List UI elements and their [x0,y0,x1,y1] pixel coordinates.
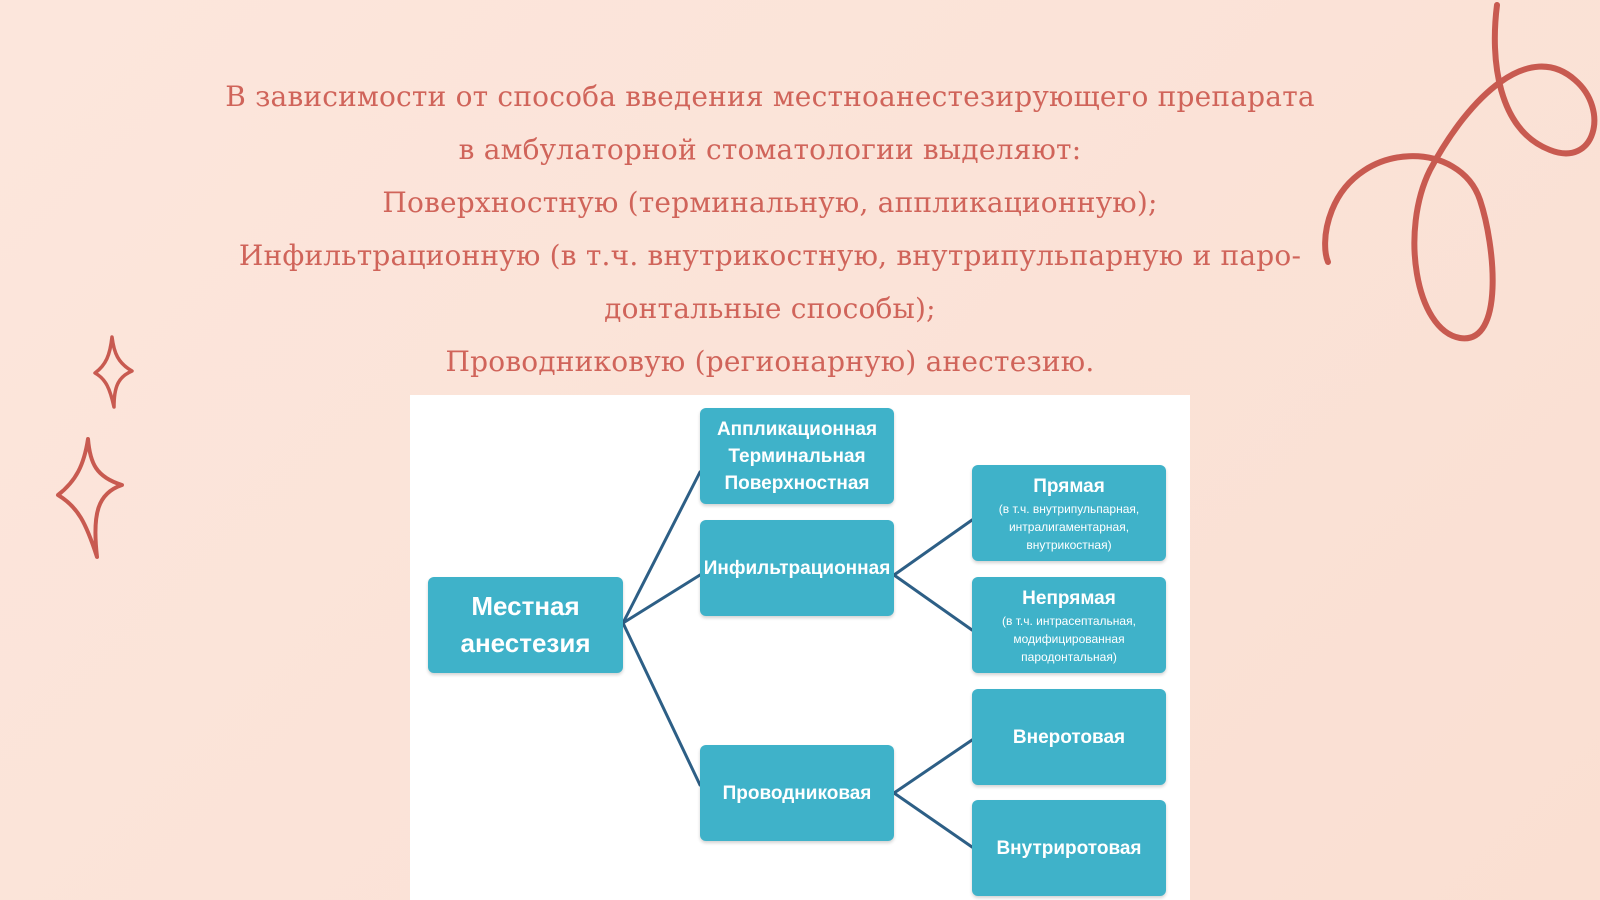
connector-infiltration-indirect [892,573,974,632]
node-label: анестезия [460,628,591,658]
node-sublabel: (в т.ч. интрасептальная, [1002,613,1136,628]
node-indirect: Непрямая (в т.ч. интрасептальная, модифи… [972,577,1166,673]
node-label: Внеротовая [1012,726,1126,748]
node-label: Аппликационная [716,418,878,440]
node-label: Проводниковая [722,782,872,804]
node-label: Непрямая [1022,587,1116,609]
node-label: Местная [471,591,580,621]
connector-infiltration-direct [892,518,974,577]
slide-text-line: Поверхностную (терминальную, аппликацион… [382,186,1158,219]
node-label: Прямая [1033,475,1105,497]
slide-text: В зависимости от способа введения местно… [190,70,1350,388]
node-local-anesthesia: Местная анестезия [428,577,623,673]
slide-text-line: Проводниковую (регионарную) анестезию. [445,345,1095,378]
node-conduction: Проводниковая [700,745,894,841]
node-label: Внутриротовая [996,837,1142,859]
node-sublabel: (в т.ч. внутрипульпарная, [998,501,1140,516]
slide-text-line: донтальные способы); [604,292,936,325]
slide-text-line: в амбулаторной стоматологии выделяют: [458,133,1082,166]
slide-text-line: Инфильтрационную (в т.ч. внутрикостную, … [238,239,1302,272]
diagram-connectors [621,470,974,849]
sparkle-small-icon [93,335,134,409]
node-sublabel: модифицированная [1013,631,1125,646]
node-intraoral: Внутриротовая [972,800,1166,896]
node-label: Инфильтрационная [703,557,891,579]
node-sublabel: интралигаментарная, [1008,519,1130,534]
node-extraoral: Внеротовая [972,689,1166,785]
node-label: Терминальная [728,445,866,467]
connector-conduction-intraoral [892,791,974,849]
loop-doodle-icon [1322,2,1598,342]
node-direct: Прямая (в т.ч. внутрипульпарная, интрали… [972,465,1166,561]
node-sublabel: внутрикостная) [1026,537,1112,552]
node-sublabel: пародонтальная) [1021,649,1117,664]
slide-text-line: В зависимости от способа введения местно… [225,80,1315,113]
connector-root-conduction [621,621,702,787]
node-label: Поверхностная [724,472,870,494]
connector-root-surface [621,470,702,625]
diagram-panel: Местная анестезия Аппликационная Термина… [410,395,1190,900]
sparkle-large-icon [56,437,124,559]
connector-root-infiltration [621,573,702,625]
connector-conduction-extraoral [892,738,974,795]
node-infiltration: Инфильтрационная [700,520,894,616]
node-surface: Аппликационная Терминальная Поверхностна… [700,408,894,504]
